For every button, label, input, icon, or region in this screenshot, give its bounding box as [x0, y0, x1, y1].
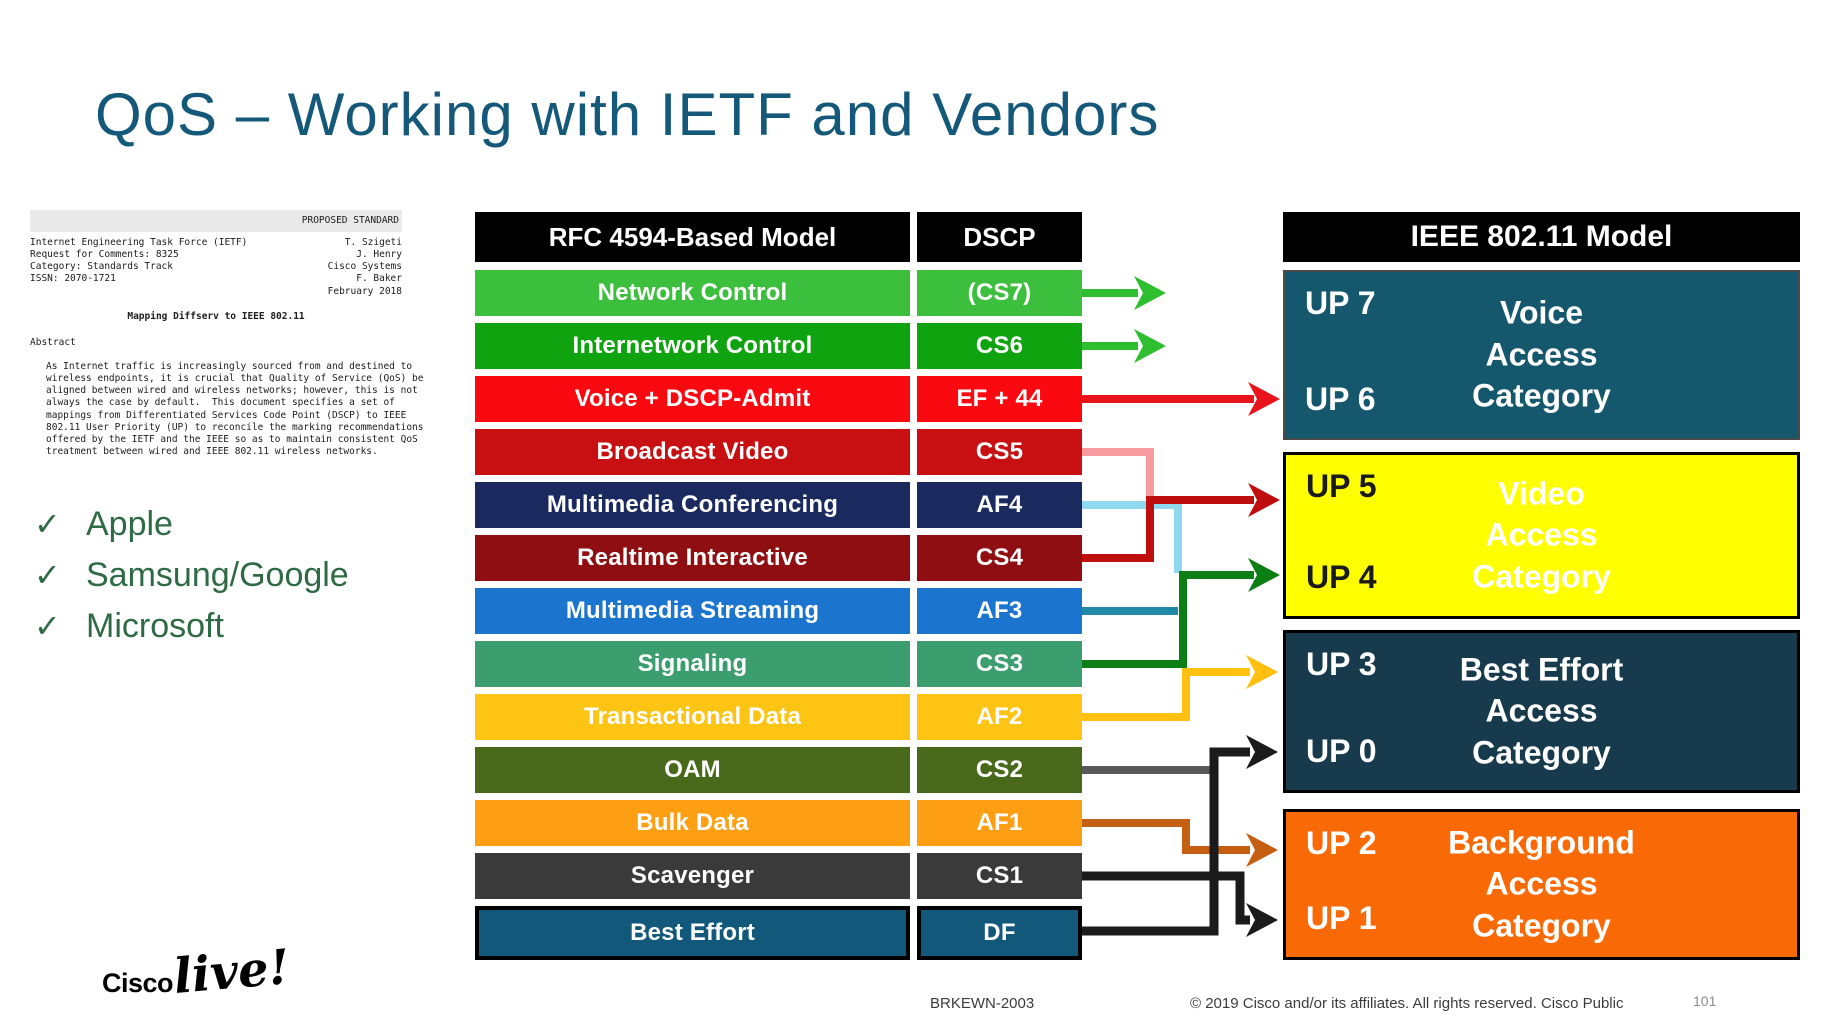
dscp-cell: AF2	[917, 694, 1082, 740]
dscp-cell: DF	[917, 906, 1082, 960]
list-item: ✓ Samsung/Google	[34, 554, 349, 596]
check-icon: ✓	[34, 506, 61, 542]
up-label: UP 4	[1306, 559, 1377, 595]
session-id: BRKEWN-2003	[930, 995, 1035, 1012]
dscp-cell: AF3	[917, 588, 1082, 634]
vendor-label: Microsoft	[86, 606, 224, 645]
arrowhead-best-effort	[1246, 735, 1278, 769]
arrowhead-internetwork-control	[1134, 329, 1166, 363]
access-category-voice: UP 7 UP 6 Voice Access Category	[1283, 270, 1800, 440]
category-label: Voice Access Category	[1472, 294, 1611, 414]
dscp-cell: AF1	[917, 800, 1082, 846]
cisco-wordmark: Cisco	[102, 968, 174, 998]
category-label: Background Access Category	[1448, 824, 1635, 944]
check-icon: ✓	[34, 557, 61, 593]
check-icon: ✓	[34, 608, 61, 644]
rfc-document: PROPOSED STANDARD Internet Engineering T…	[30, 210, 424, 458]
dscp-cell: CS3	[917, 641, 1082, 687]
rfc-status-banner: PROPOSED STANDARD	[30, 210, 402, 232]
table-row: Realtime Interactive	[475, 535, 910, 581]
up-label: UP 1	[1306, 900, 1377, 936]
table-row: Scavenger	[475, 853, 910, 899]
dscp-cell: CS6	[917, 323, 1082, 369]
rfc-header-right: T. Szigeti J. Henry Cisco Systems F. Bak…	[327, 237, 402, 297]
category-label: Video Access Category	[1472, 475, 1611, 595]
arrow-realtime-interactive	[1082, 496, 1254, 562]
list-item: ✓ Microsoft	[34, 605, 349, 647]
rfc-abstract-label: Abstract	[30, 336, 76, 348]
rfc4594-column: RFC 4594-Based Model Network Control Int…	[475, 212, 910, 960]
rfc-abstract-text: As Internet traffic is increasingly sour…	[46, 360, 424, 458]
slide-title: QoS – Working with IETF and Vendors	[95, 81, 1160, 148]
up-label: UP 7	[1305, 285, 1376, 321]
arrowhead-bulk-data	[1246, 833, 1278, 867]
up-label: UP 6	[1305, 381, 1376, 417]
dscp-column: DSCP (CS7) CS6 EF + 44 CS5 AF4 CS4 AF3 C…	[917, 212, 1082, 960]
table-row: Network Control	[475, 270, 910, 316]
table-row: Signaling	[475, 641, 910, 687]
cisco-live-logo: Ciscolive!	[102, 939, 292, 1005]
vendor-label: Apple	[86, 504, 173, 543]
arrow-scavenger	[1082, 871, 1250, 925]
up-label: UP 2	[1306, 825, 1377, 861]
arrowhead-voice	[1248, 382, 1280, 416]
dscp-cell: CS4	[917, 535, 1082, 581]
dscp-cell: CS2	[917, 747, 1082, 793]
dscp-cell: (CS7)	[917, 270, 1082, 316]
arrow-best-effort	[1082, 747, 1250, 936]
arrowhead-transactional-data	[1246, 655, 1278, 689]
dscp-cell: CS5	[917, 429, 1082, 475]
rfc-header: Internet Engineering Task Force (IETF) R…	[30, 237, 402, 298]
arrowhead-network-control	[1134, 276, 1166, 310]
arrowhead-signaling	[1248, 558, 1280, 592]
vendor-label: Samsung/Google	[86, 555, 349, 594]
category-label: Best Effort Access Category	[1459, 651, 1624, 771]
rfc-header-left: Internet Engineering Task Force (IETF) R…	[30, 237, 248, 285]
arrow-multimedia-conferencing	[1082, 501, 1182, 573]
live-wordmark: live!	[171, 939, 292, 1005]
table-row: Transactional Data	[475, 694, 910, 740]
table-row: Bulk Data	[475, 800, 910, 846]
arrowhead-scavenger	[1246, 903, 1278, 937]
page-number: 101	[1693, 993, 1717, 1009]
table-row: Internetwork Control	[475, 323, 910, 369]
table-row: Multimedia Streaming	[475, 588, 910, 634]
column-header-dscp: DSCP	[917, 212, 1082, 262]
dscp-cell: CS1	[917, 853, 1082, 899]
table-row: OAM	[475, 747, 910, 793]
arrowhead-realtime-interactive	[1248, 483, 1280, 517]
copyright-text: © 2019 Cisco and/or its affiliates. All …	[1190, 995, 1624, 1012]
access-category-background: UP 2 UP 1 Background Access Category	[1283, 809, 1800, 960]
up-label: UP 3	[1306, 646, 1377, 682]
arrow-signaling	[1082, 571, 1254, 668]
dscp-cell: EF + 44	[917, 376, 1082, 422]
up-label: UP 5	[1306, 468, 1377, 504]
column-header-model: RFC 4594-Based Model	[475, 212, 910, 262]
arrow-bulk-data	[1082, 819, 1250, 854]
dscp-cell: AF4	[917, 482, 1082, 528]
table-row: Multimedia Conferencing	[475, 482, 910, 528]
rfc-doc-title: Mapping Diffserv to IEEE 802.11	[127, 310, 305, 322]
up-label: UP 0	[1306, 733, 1377, 769]
table-row: Broadcast Video	[475, 429, 910, 475]
list-item: ✓ Apple	[34, 503, 349, 545]
access-category-best-effort: UP 3 UP 0 Best Effort Access Category	[1283, 630, 1800, 793]
arrow-transactional-data	[1082, 668, 1250, 721]
table-row: Best Effort	[475, 906, 910, 960]
ieee-model-header: IEEE 802.11 Model	[1283, 212, 1800, 262]
table-row: Voice + DSCP-Admit	[475, 376, 910, 422]
vendor-checklist: ✓ Apple ✓ Samsung/Google ✓ Microsoft	[34, 503, 349, 656]
access-category-video: UP 5 UP 4 Video Access Category	[1283, 452, 1800, 619]
arrow-broadcast-video	[1082, 448, 1154, 500]
